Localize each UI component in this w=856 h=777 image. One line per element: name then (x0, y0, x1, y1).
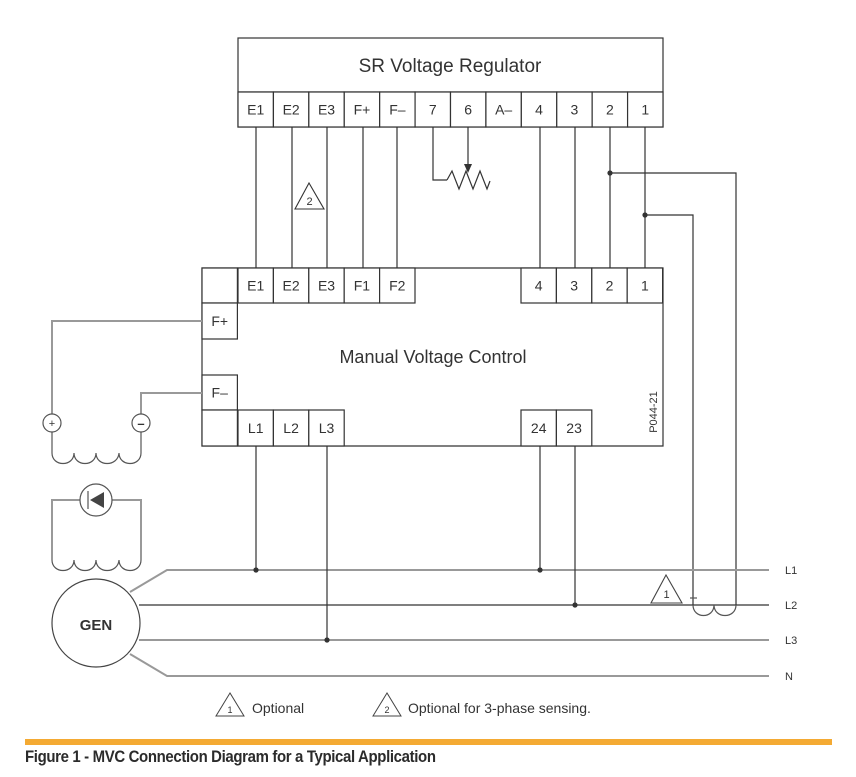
mvc-terminal (555, 267, 593, 304)
mvc-terminal (272, 267, 310, 304)
sr-terminal (308, 91, 345, 128)
mvc-terminal (520, 409, 558, 447)
mvc-terminal-f-plus (201, 302, 239, 340)
diode-icon (79, 483, 113, 517)
rotor-wires (51, 499, 142, 560)
rotor-coil-icon (51, 559, 142, 572)
sr-terminal-label: 1 (641, 102, 649, 118)
sr-terminal (626, 91, 664, 128)
field-plus-terminal-icon: + (42, 413, 62, 433)
sr-terminal-label: 4 (535, 102, 543, 118)
junction-dot (572, 602, 578, 608)
mvc-blank-cell (201, 267, 239, 304)
exciter-field-coil-icon (51, 452, 142, 465)
potentiometer-wiper-arrow-icon (464, 164, 472, 173)
mvc-terminal-label: E3 (318, 278, 335, 294)
mvc-terminal-label: 24 (531, 420, 547, 436)
mvc-terminal (272, 409, 310, 447)
sr-terminal-label: 2 (606, 102, 614, 118)
sensing-wires (255, 446, 576, 640)
mvc-terminal-label: E2 (283, 278, 300, 294)
sr-terminal-label: F– (389, 102, 406, 118)
sr-terminal (343, 91, 381, 128)
sr-terminal-label: A– (495, 102, 512, 118)
mvc-terminal-f-plus-label: F+ (211, 313, 228, 329)
line-l1 (129, 569, 769, 593)
junction-dot (642, 212, 648, 218)
sr-terminal-label: E2 (283, 102, 300, 118)
mvc-terminal-label: F1 (354, 278, 371, 294)
figure-caption: Figure 1 - MVC Connection Diagram for a … (25, 747, 436, 766)
generator-icon: GEN (51, 578, 141, 668)
mvc-terminal (520, 267, 558, 304)
sr-terminal (520, 91, 558, 128)
mvc-terminal (308, 267, 345, 304)
mvc-terminal-f-minus-label: F– (212, 385, 229, 401)
line-label-l2: L2 (785, 600, 797, 612)
mvc-terminal (555, 409, 593, 447)
mvc-terminal (626, 267, 664, 304)
svg-text:+: + (49, 418, 55, 430)
caption-accent-rule (25, 739, 832, 745)
mvc-title: Manual Voltage Control (339, 347, 526, 367)
line-label-l3: L3 (785, 635, 797, 647)
line-label-n: N (785, 671, 793, 683)
sr-terminal-label: 7 (429, 102, 437, 118)
svg-text:1: 1 (663, 589, 669, 601)
legend-note-2: 2 Optional for 3-phase sensing. (372, 692, 591, 717)
exciter-field-wires (51, 320, 202, 453)
junction-dot (607, 170, 613, 176)
mvc-terminal-label: 1 (641, 278, 649, 294)
note-1-triangle-icon: 1 (650, 573, 683, 604)
sr-terminal-label: F+ (354, 102, 371, 118)
legend-note-1: 1 Optional (215, 692, 304, 717)
mvc-terminal-label: F2 (389, 278, 406, 294)
potentiometer-lead (432, 127, 447, 181)
mvc-terminal-label: 2 (606, 278, 614, 294)
mvc-terminal (591, 267, 628, 304)
power-lines (129, 569, 769, 677)
svg-text:–: – (137, 416, 144, 431)
line-n (129, 653, 769, 677)
mvc-terminal-label: 3 (570, 278, 578, 294)
svg-text:2: 2 (306, 196, 312, 208)
sr-terminal-label: 6 (464, 102, 472, 118)
mvc-terminal-label: L2 (283, 420, 299, 436)
potentiometer-icon (446, 169, 491, 191)
current-transformer-icon (690, 597, 737, 617)
svg-text:Optional: Optional (252, 700, 304, 716)
junction-dot (537, 567, 543, 573)
line-label-l1: L1 (785, 565, 797, 577)
sr-terminal (485, 91, 522, 128)
mvc-terminal-label: E1 (247, 278, 264, 294)
sr-regulator-title: SR Voltage Regulator (359, 56, 542, 77)
mvc-terminal (308, 409, 345, 447)
field-minus-terminal-icon: – (131, 413, 151, 433)
sr-terminal-label: 3 (571, 102, 579, 118)
sr-terminal (449, 91, 487, 128)
mvc-terminal-label: 4 (535, 278, 543, 294)
mvc-terminal-label: L1 (248, 420, 264, 436)
mvc-blank-cell (201, 409, 239, 447)
svg-text:GEN: GEN (80, 617, 113, 634)
mvc-terminal (379, 267, 416, 304)
control-wires (255, 127, 737, 605)
mvc-terminal-label: L3 (319, 420, 335, 436)
mvc-terminal-f-minus (201, 374, 239, 411)
sr-terminal (414, 91, 452, 128)
sr-terminal-label: E1 (247, 102, 264, 118)
note-2-triangle-icon: 2 (294, 181, 325, 210)
svg-text:1: 1 (227, 705, 232, 715)
junction-dot (324, 637, 330, 643)
mvc-terminal-label: 23 (566, 420, 582, 436)
sr-terminal-label: E3 (318, 102, 335, 118)
drawing-id: P044-21 (648, 391, 660, 433)
mvc-terminal (237, 267, 275, 304)
svg-text:Optional for 3-phase sensing.: Optional for 3-phase sensing. (408, 700, 591, 716)
junction-dot (253, 567, 259, 573)
sr-terminal (237, 91, 275, 128)
svg-text:2: 2 (384, 705, 389, 715)
sr-terminal (591, 91, 629, 128)
